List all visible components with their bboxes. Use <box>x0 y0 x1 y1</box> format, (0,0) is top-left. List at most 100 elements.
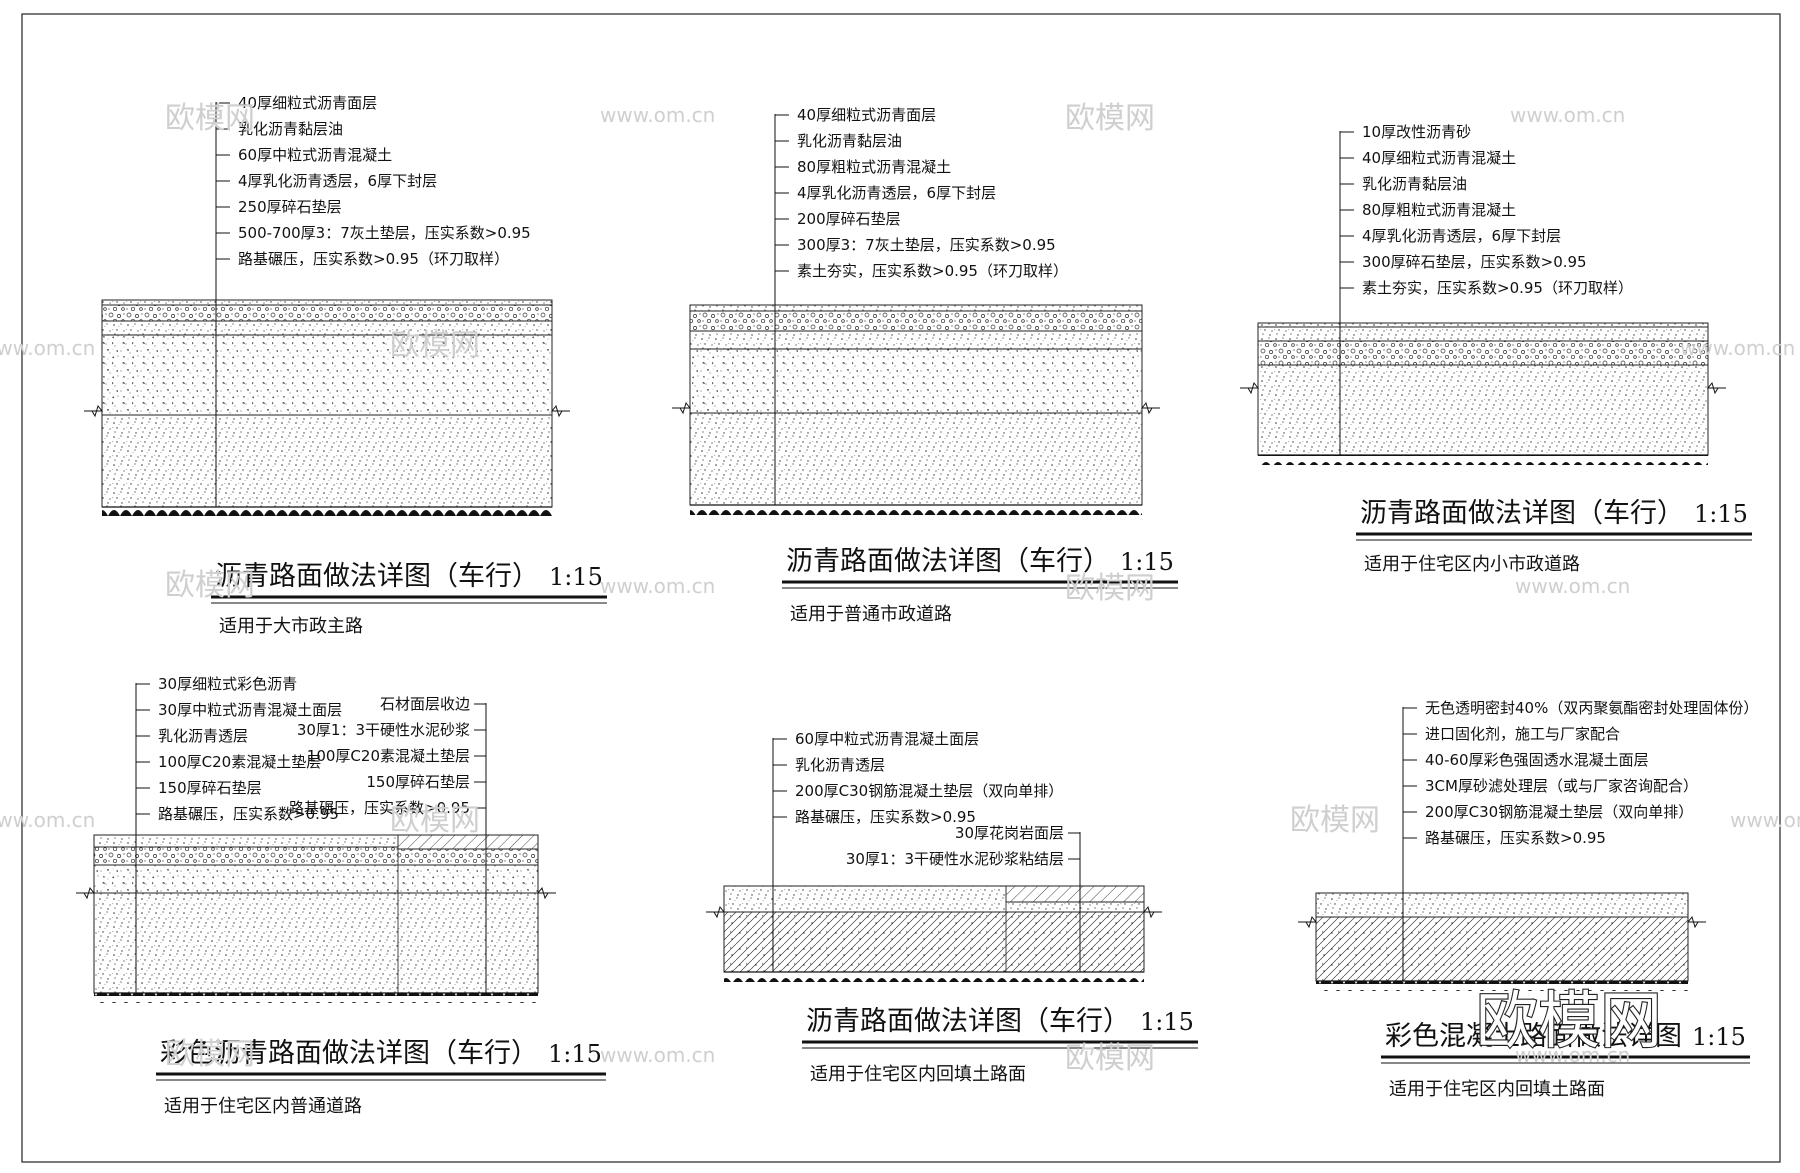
layer-label: 40厚细粒式沥青混凝土 <box>1362 149 1516 167</box>
subgrade-hatch <box>1316 981 1688 991</box>
section-subtitle: 适用于住宅区内普通道路 <box>164 1096 362 1117</box>
break-mark <box>706 905 726 919</box>
layer-label: 乳化沥青透层 <box>795 756 885 774</box>
layer-label: 100厚C20素混凝土垫层 <box>158 753 321 771</box>
pavement-layer <box>689 348 1143 414</box>
break-mark <box>1298 915 1318 929</box>
pavement-layer <box>1315 892 1689 918</box>
pavement-layer <box>1257 322 1709 328</box>
pavement-layer <box>689 330 1143 350</box>
break-mark <box>84 404 104 418</box>
break-mark <box>1140 401 1160 415</box>
section-subtitle: 适用于普通市政道路 <box>790 604 952 625</box>
stone-edging-layer <box>1005 885 1145 903</box>
section-s5: 60厚中粒式沥青混凝土面层乳化沥青透层200厚C30钢筋混凝土垫层（双向单排）路… <box>706 730 1198 1085</box>
layer-label: 200厚C30钢筋混凝土垫层（双向单排） <box>1425 803 1693 821</box>
layer-label: 200厚碎石垫层 <box>797 210 901 228</box>
break-mark <box>672 401 692 415</box>
pavement-layer <box>1315 916 1689 982</box>
pavement-layer <box>101 299 553 306</box>
sheet-border <box>21 13 1781 1163</box>
right-layer-label: 30厚花岗岩面层 <box>955 824 1064 842</box>
pavement-layer <box>101 414 553 508</box>
layer-label: 30厚细粒式彩色沥青 <box>158 675 297 693</box>
break-mark <box>1706 381 1726 395</box>
layer-label: 路基碾压，压实系数>0.95（环刀取样） <box>238 250 509 268</box>
layer-label: 300厚碎石垫层，压实系数>0.95 <box>1362 253 1587 271</box>
right-layer-label: 150厚碎石垫层 <box>366 773 470 791</box>
layer-label: 3CM厚砂滤处理层（或与厂家咨询配合） <box>1425 777 1698 795</box>
watermark-layer: 欧模网www.om.cn欧模网www.om.cnwww.om.cn欧模网www.… <box>0 101 1800 1076</box>
layer-label: 乳化沥青黏层油 <box>797 132 902 150</box>
section-title: 沥青路面做法详图（车行） <box>786 546 1110 577</box>
layer-label: 4厚乳化沥青透层，6厚下封层 <box>238 172 437 190</box>
watermark-site: www.om.cn <box>1680 336 1795 360</box>
watermark-site: www.om.cn <box>0 336 95 360</box>
section-s1: 40厚细粒式沥青面层乳化沥青黏层油60厚中粒式沥青混凝土4厚乳化沥青透层，6厚下… <box>84 94 607 637</box>
watermark-site: www.om.cn <box>1730 808 1800 832</box>
layer-label: 乳化沥青黏层油 <box>1362 175 1467 193</box>
right-layer-label: 路基碾压，压实系数>0.95 <box>289 799 470 817</box>
pavement-layer <box>1257 364 1709 456</box>
layer-label: 80厚粗粒式沥青混凝土 <box>797 158 951 176</box>
layer-label: 250厚碎石垫层 <box>238 198 342 216</box>
section-title: 彩色沥青路面做法详图（车行） <box>160 1038 538 1069</box>
watermark-brand: 欧模网 <box>1065 101 1155 136</box>
layer-label: 40-60厚彩色强固透水混凝土面层 <box>1425 751 1649 769</box>
layer-label: 进口固化剂，施工与厂家配合 <box>1425 725 1620 743</box>
layer-label: 300厚3：7灰土垫层，压实系数>0.95 <box>797 236 1056 254</box>
subgrade-hatch <box>102 507 552 517</box>
pavement-layer <box>101 320 553 336</box>
layer-label: 30厚中粒式沥青混凝土面层 <box>158 701 342 719</box>
section-title: 沥青路面做法详图（车行） <box>806 1006 1130 1037</box>
watermark-site: www.om.cn <box>600 103 715 127</box>
layer-label: 路基碾压，压实系数>0.95 <box>795 808 976 826</box>
pavement-layer <box>1257 340 1709 366</box>
pavement-layer <box>1257 326 1709 342</box>
watermark-site: www.om.cn <box>1515 574 1630 598</box>
break-mark <box>1142 905 1162 919</box>
layer-label: 乳化沥青透层 <box>158 727 248 745</box>
layer-label: 路基碾压，压实系数>0.95 <box>1425 829 1606 847</box>
subgrade-hatch <box>94 993 538 1003</box>
watermark-site: www.om.cn <box>1510 103 1625 127</box>
layer-label: 10厚改性沥青砂 <box>1362 123 1471 141</box>
pavement-layer <box>93 892 539 994</box>
watermark-logo-corner: 欧模网 <box>1476 984 1662 1057</box>
pavement-layer <box>101 334 553 416</box>
pavement-layer <box>93 864 539 894</box>
pavement-layer <box>101 304 553 322</box>
section-subtitle: 适用于大市政主路 <box>219 616 363 637</box>
break-mark <box>550 404 570 418</box>
watermark-site: www.om.cn <box>600 1043 715 1067</box>
layer-label: 150厚碎石垫层 <box>158 779 262 797</box>
break-mark <box>1686 915 1706 929</box>
right-layer-label: 石材面层收边 <box>380 695 470 713</box>
watermark-brand: 欧模网 <box>165 1037 255 1072</box>
pavement-layer <box>689 304 1143 312</box>
watermark-site: www.om.cn <box>1515 1043 1630 1067</box>
watermark-brand: 欧模网 <box>1290 803 1380 838</box>
section-scale: 1:15 <box>1120 548 1174 576</box>
section-subtitle: 适用于住宅区内回填土路面 <box>810 1064 1026 1085</box>
pavement-sections: 40厚细粒式沥青面层乳化沥青黏层油60厚中粒式沥青混凝土4厚乳化沥青透层，6厚下… <box>76 94 1758 1117</box>
subgrade-hatch <box>724 972 1144 982</box>
break-mark <box>536 886 556 900</box>
section-subtitle: 适用于住宅区内小市政道路 <box>1364 554 1580 575</box>
watermark-brand: 欧模网 <box>390 328 480 363</box>
pavement-layer <box>93 846 539 866</box>
layer-label: 4厚乳化沥青透层，6厚下封层 <box>1362 227 1561 245</box>
pavement-layer <box>723 911 1145 973</box>
layer-label: 60厚中粒式沥青混凝土 <box>238 146 392 164</box>
section-s3: 10厚改性沥青砂40厚细粒式沥青混凝土乳化沥青黏层油80厚粗粒式沥青混凝土4厚乳… <box>1240 123 1752 575</box>
pavement-layer <box>689 412 1143 506</box>
break-mark <box>76 886 96 900</box>
watermark-site: www.om.cn <box>600 574 715 598</box>
right-layer-label: 30厚1：3干硬性水泥砂浆 <box>297 721 470 739</box>
layer-label: 乳化沥青黏层油 <box>238 120 343 138</box>
section-scale: 1:15 <box>1692 1023 1746 1051</box>
watermark-brand: 欧模网 <box>390 803 480 838</box>
subgrade-hatch <box>690 505 1142 515</box>
